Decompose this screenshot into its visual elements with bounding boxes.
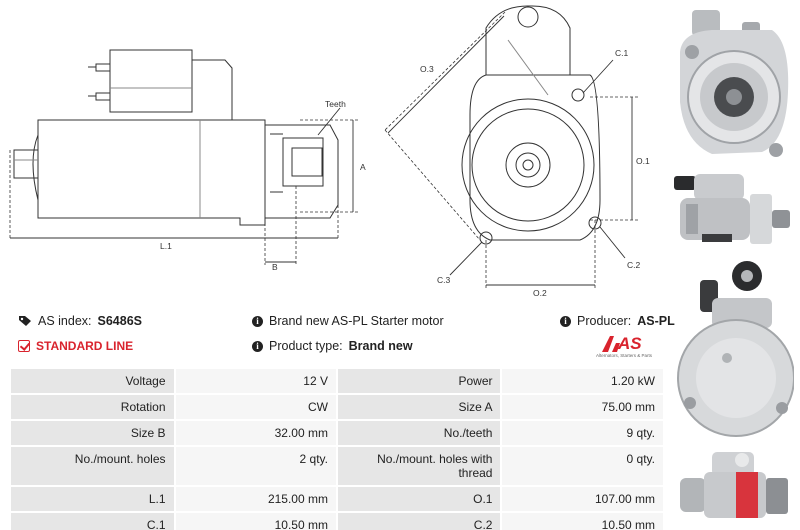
spec-label: Size A (337, 395, 501, 419)
spec-label: Voltage (11, 369, 174, 393)
logo-tagline: Alternators, Starters & Parts (596, 353, 653, 358)
as-index-row: AS index: S6486S (18, 314, 142, 328)
product-photo-rear (677, 261, 794, 437)
spec-label: C.2 (337, 513, 501, 530)
label-teeth: Teeth (325, 99, 346, 109)
spec-value: 9 qty. (502, 421, 663, 445)
product-photo-front (680, 10, 789, 157)
as-pl-logo: AS Alternators, Starters & Parts (596, 334, 658, 360)
spec-value: 107.00 mm (502, 487, 663, 511)
technical-drawing: Teeth A B L.1 O.1 O.2 O.3 C.1 C.2 C.3 (9, 5, 650, 298)
as-index-label: AS index: (38, 314, 92, 328)
checkbox-icon (18, 340, 30, 352)
info-icon: i (252, 315, 263, 327)
spec-label: No./mount. holes (11, 447, 174, 485)
description-row: i Brand new AS-PL Starter motor (252, 314, 444, 328)
spec-label: No./teeth (337, 421, 501, 445)
label-a: A (360, 162, 366, 172)
mount-hole-c3 (479, 231, 493, 245)
motor-body-outline (37, 119, 266, 226)
tag-icon (19, 316, 31, 326)
producer-label: Producer: (577, 314, 632, 328)
spec-value: 2 qty. (175, 447, 336, 485)
label-c2: C.2 (627, 260, 641, 270)
spec-label: O.1 (337, 487, 501, 511)
producer-value: AS-PL (637, 314, 675, 328)
front-flange-top (485, 5, 571, 75)
mount-hole-c2 (588, 216, 602, 230)
standard-line-row: STANDARD LINE (18, 339, 133, 353)
spec-label: C.1 (11, 513, 174, 530)
spec-label: Power (337, 369, 501, 393)
info-icon: i (252, 340, 263, 352)
spec-value: 0 qty. (502, 447, 663, 485)
label-l1: L.1 (160, 241, 172, 251)
product-type-row: i Product type: Brand new (252, 339, 413, 353)
description-text: Brand new AS-PL Starter motor (269, 314, 444, 328)
label-o3: O.3 (420, 64, 434, 74)
logo-brand: AS (618, 334, 642, 353)
spec-label: Rotation (11, 395, 174, 419)
product-photo-angled (680, 452, 788, 518)
label-o2: O.2 (533, 288, 547, 298)
info-icon: i (560, 315, 571, 327)
spec-value: 215.00 mm (175, 487, 336, 511)
spec-label: No./mount. holes with thread (337, 447, 501, 485)
as-index-value: S6486S (97, 314, 142, 328)
producer-row: i Producer: AS-PL (560, 314, 675, 328)
product-type-label: Product type: (269, 339, 343, 353)
label-c3: C.3 (437, 275, 451, 285)
logo-mark-icon (602, 336, 620, 352)
spec-value: 32.00 mm (175, 421, 336, 445)
spec-value: 10.50 mm (175, 513, 336, 530)
label-o1: O.1 (636, 156, 650, 166)
spec-value: CW (175, 395, 336, 419)
front-flange-outline (469, 74, 601, 241)
mount-hole-c1 (571, 88, 585, 102)
label-c1: C.1 (615, 48, 629, 58)
spec-label: L.1 (11, 487, 174, 511)
spec-value: 12 V (175, 369, 336, 393)
spec-label: Size B (11, 421, 174, 445)
product-photo-side (674, 174, 790, 244)
product-type-value: Brand new (348, 339, 413, 353)
solenoid-outline (109, 49, 193, 113)
spec-value: 75.00 mm (502, 395, 663, 419)
spec-value: 1.20 kW (502, 369, 663, 393)
spec-value: 10.50 mm (502, 513, 663, 530)
standard-line-label: STANDARD LINE (36, 339, 134, 353)
label-b: B (272, 262, 278, 272)
